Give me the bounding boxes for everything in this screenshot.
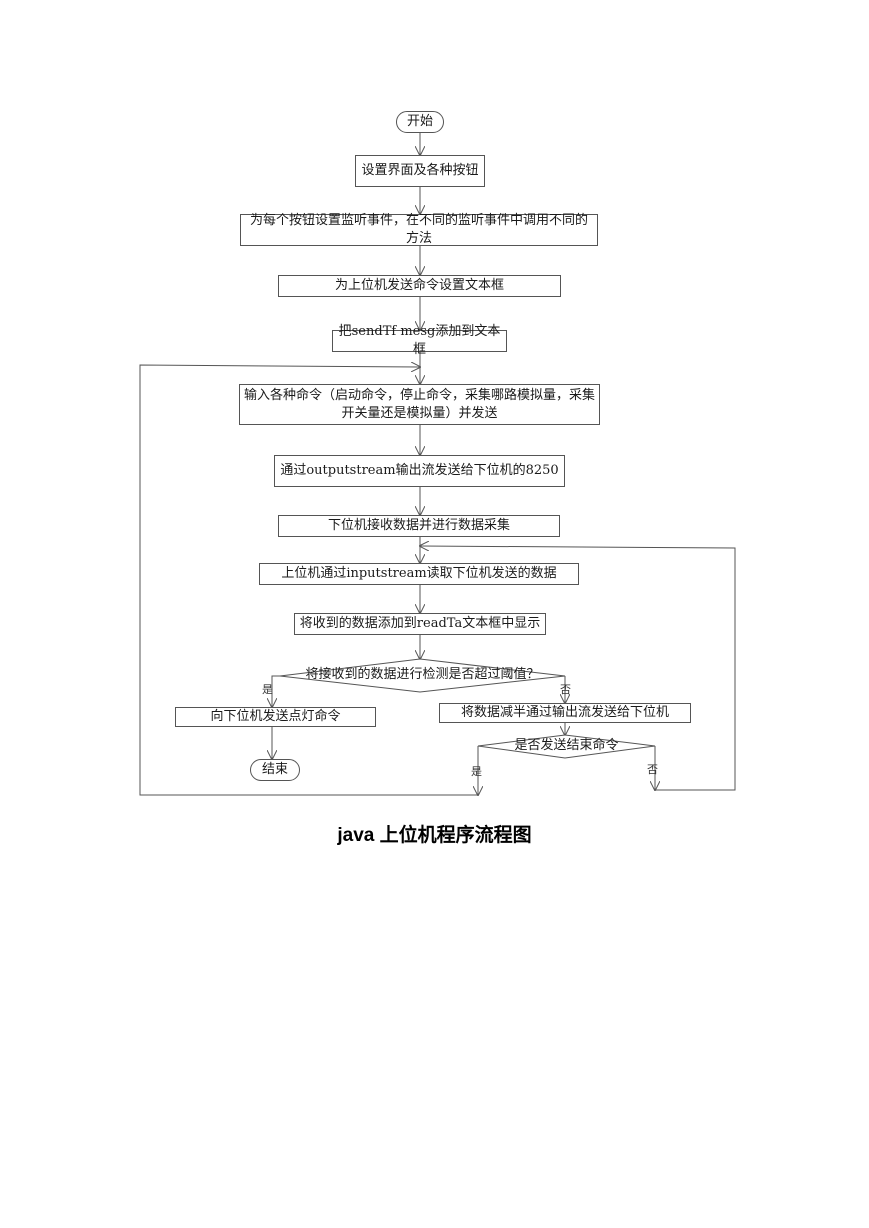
send-via-output-box: 通过outputstream输出流发送给下位机的8250 xyxy=(274,455,565,487)
threshold-decision-diamond xyxy=(279,658,566,693)
input-commands-box: 输入各种命令（启动命令，停止命令，采集哪路模拟量，采集开关量还是模拟量）并发送 xyxy=(239,384,600,425)
add-send-field-box: 把sendTf mesg添加到文本框 xyxy=(332,324,507,357)
start-node: 开始 xyxy=(396,111,444,133)
end-no-label: 否 xyxy=(647,763,658,776)
end-decision-text: 是否发送结束命令 xyxy=(514,738,619,753)
threshold-no-label: 否 xyxy=(560,683,571,696)
set-textbox-box: 为上位机发送命令设置文本框 xyxy=(278,275,561,297)
add-to-read-area-box: 将收到的数据添加到readTa文本框中显示 xyxy=(294,613,546,635)
light-command-box: 向下位机发送点灯命令 xyxy=(175,707,376,727)
read-via-input-box: 上位机通过inputstream读取下位机发送的数据 xyxy=(259,563,579,585)
threshold-decision-text: 将接收到的数据进行检测是否超过阈值？ xyxy=(305,667,540,682)
threshold-yes-label: 是 xyxy=(262,683,273,696)
end-yes-label: 是 xyxy=(471,765,482,778)
flowchart: 开始 设置界面及各种按钮 为每个按钮设置监听事件，在不同的监听事件中调用不同的方… xyxy=(139,111,736,860)
loop-no-back-to-read xyxy=(420,546,736,791)
halve-and-send-box: 将数据减半通过输出流发送给下位机 xyxy=(439,703,691,723)
slave-collect-box: 下位机接收数据并进行数据采集 xyxy=(278,515,560,537)
setup-ui-box: 设置界面及各种按钮 xyxy=(355,155,485,187)
flowchart-connectors xyxy=(139,133,736,860)
add-listeners-box: 为每个按钮设置监听事件，在不同的监听事件中调用不同的方法 xyxy=(240,213,598,246)
figure-caption: java 上位机程序流程图 xyxy=(337,825,532,846)
end-node: 结束 xyxy=(250,759,300,781)
loop-yes-back-to-input xyxy=(139,365,478,796)
arrow-yes-to-light xyxy=(272,675,280,707)
end-decision-diamond xyxy=(477,734,656,759)
